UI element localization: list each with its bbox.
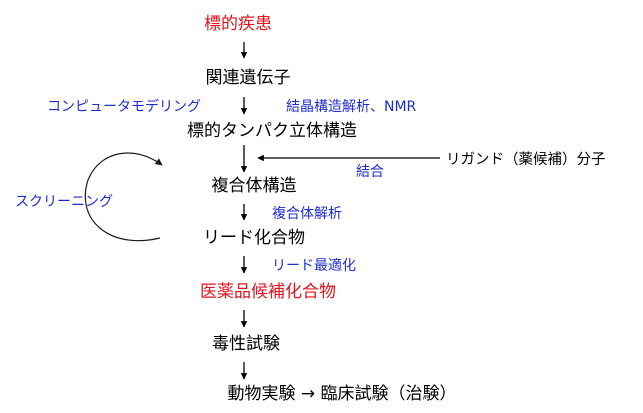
method-complex-analysis: 複合体解析: [272, 205, 342, 222]
method-screening: スクリーニング: [15, 194, 113, 210]
method-binding: 結合: [356, 164, 384, 180]
ligand-molecule-label: リガンド（薬候補）分子: [446, 151, 606, 168]
node-complex-structure: 複合体構造: [212, 176, 297, 196]
method-computer-modeling: コンピュータモデリング: [47, 98, 201, 115]
method-lead-optimization: リード最適化: [272, 257, 356, 274]
node-target-disease: 標的疾患: [204, 14, 272, 34]
node-related-gene: 関連遺伝子: [206, 68, 291, 88]
node-toxicity-test: 毒性試験: [212, 334, 280, 354]
node-drug-candidate: 医薬品候補化合物: [200, 282, 336, 302]
screening-loop-arrow: [84, 152, 163, 242]
node-animal-clinical: 動物実験 → 臨床試験（治験）: [227, 384, 456, 404]
node-lead-compound: リード化合物: [203, 228, 305, 248]
method-crystal-nmr: 結晶構造解析、NMR: [286, 99, 417, 115]
node-target-protein-structure: 標的タンパク立体構造: [187, 121, 357, 141]
